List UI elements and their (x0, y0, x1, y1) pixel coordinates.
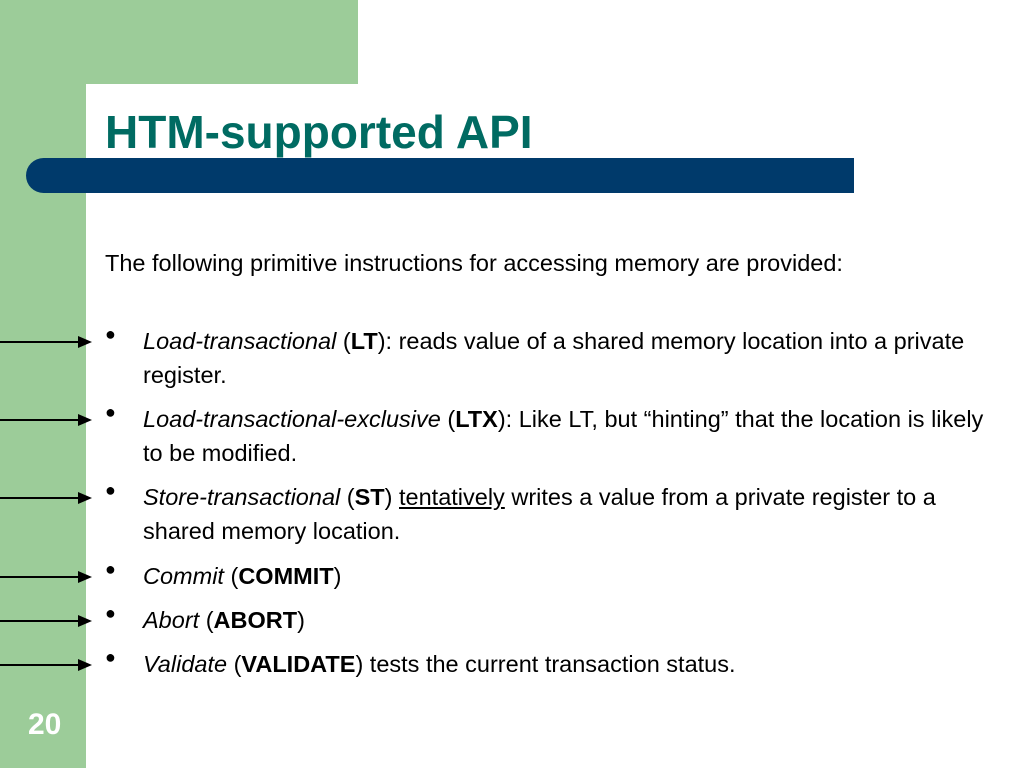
instruction-code: COMMIT (238, 563, 334, 589)
bullet-icon: ● (105, 402, 116, 422)
instruction-description: : Like LT, but “hinting” that the locati… (143, 406, 984, 466)
list-item-abort: ● Abort (ABORT) (105, 603, 305, 633)
instruction-code: LT (350, 328, 378, 354)
slide-body: The following primitive instructions for… (105, 246, 985, 280)
list-item-validate: ● Validate (VALIDATE) tests the current … (105, 647, 736, 677)
slide-title: HTM-supported API (105, 106, 533, 158)
instruction-name: Load-transactional-exclusive (143, 406, 441, 432)
instruction-name: Load-transactional (143, 328, 337, 354)
slide-number: 20 (28, 708, 62, 741)
content-panel (86, 84, 1024, 768)
list-item-commit: ● Commit (COMMIT) (105, 559, 342, 589)
list-item-load-transactional: ● Load-transactional (LT): reads value o… (105, 324, 965, 388)
right-arrow-icon (0, 571, 92, 583)
right-arrow-icon (0, 336, 92, 348)
instruction-name: Commit (143, 563, 224, 589)
instruction-description: : reads value of a shared memory locatio… (143, 328, 965, 388)
instruction-name: Abort (143, 607, 200, 633)
instruction-description: tests the current transaction status. (363, 651, 736, 677)
instruction-code: ST (354, 484, 385, 510)
title-underline-bar (26, 158, 854, 193)
bullet-icon: ● (105, 324, 116, 344)
bullet-icon: ● (105, 647, 116, 667)
right-arrow-icon (0, 414, 92, 426)
right-arrow-icon (0, 492, 92, 504)
left-green-band (0, 0, 86, 768)
emphasis-underlined: tentatively (399, 484, 505, 510)
instruction-name: Validate (143, 651, 228, 677)
instruction-code: LTX (455, 406, 498, 432)
top-green-band (0, 0, 358, 84)
bullet-icon: ● (105, 480, 116, 500)
right-arrow-icon (0, 615, 92, 627)
instruction-code: ABORT (213, 607, 298, 633)
list-item-load-transactional-exclusive: ● Load-transactional-exclusive (LTX): Li… (105, 402, 984, 466)
instruction-name: Store-transactional (143, 484, 341, 510)
instruction-description: writes a value from a private register t… (143, 484, 936, 544)
bullet-icon: ● (105, 559, 116, 579)
intro-paragraph: The following primitive instructions for… (105, 250, 843, 276)
instruction-code: VALIDATE (241, 651, 356, 677)
bullet-icon: ● (105, 603, 116, 623)
right-arrow-icon (0, 659, 92, 671)
list-item-store-transactional: ● Store-transactional (ST) tentatively w… (105, 480, 936, 544)
